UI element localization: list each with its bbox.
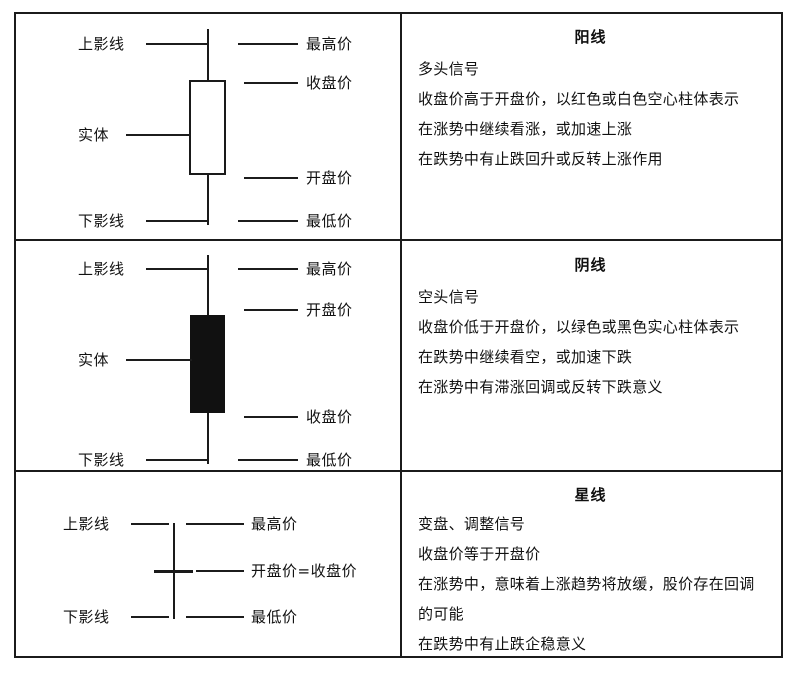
leader-close [244,82,298,84]
panel-title-yin: 阴线 [574,256,607,274]
leader-low [186,616,244,618]
label-low: 最低价 [306,212,353,230]
upper-shadow-line [207,255,209,315]
column-divider [400,14,402,656]
reference-table: 上影线 实体 下影线 最高价 收盘价 开盘价 最低价 阳线 多头信号 [14,12,783,658]
leader-upper-shadow [146,268,208,270]
doji-cross-bar [154,570,193,573]
description-line: 收盘价等于开盘价 [418,545,541,563]
description-line: 在涨势中，意味着上涨趋势将放缓，股价存在回调 [418,575,755,593]
leader-high [186,523,244,525]
text-cell-yin: 阴线 空头信号 收盘价低于开盘价，以绿色或黑色实心柱体表示 在跌势中继续看空，或… [400,239,781,470]
leader-open [244,309,298,311]
upper-shadow-line [207,29,209,80]
text-cell-xing: 星线 变盘、调整信号 收盘价等于开盘价 在涨势中，意味着上涨趋势将放缓，股价存在… [400,470,781,656]
description-line: 在跌势中继续看空，或加速下跌 [418,348,633,366]
row-divider-1 [16,239,781,241]
label-high: 最高价 [306,260,353,278]
leader-lower-shadow [146,459,208,461]
candle-body-solid [190,315,225,413]
description-line: 收盘价低于开盘价，以绿色或黑色实心柱体表示 [418,318,740,336]
label-high: 最高价 [306,35,353,53]
label-open: 开盘价 [306,301,353,319]
description-line: 收盘价高于开盘价，以红色或白色空心柱体表示 [418,90,740,108]
label-open-equals-close: 开盘价=收盘价 [251,562,358,580]
leader-open-close [196,570,244,572]
label-upper-shadow: 上影线 [63,515,110,533]
label-lower-shadow: 下影线 [63,608,110,626]
label-close: 收盘价 [306,408,353,426]
label-body: 实体 [78,351,110,369]
lower-shadow-line [207,175,209,225]
label-body: 实体 [78,126,110,144]
leader-low [238,220,298,222]
leader-close [244,416,298,418]
description-line: 在涨势中继续看涨，或加速上涨 [418,120,633,138]
label-high: 最高价 [251,515,298,533]
leader-low [238,459,298,461]
panel-title-yang: 阳线 [574,28,607,46]
leader-lower-shadow [131,616,169,618]
leader-body [126,134,191,136]
label-lower-shadow: 下影线 [78,212,125,230]
panel-title-xing: 星线 [574,486,607,504]
leader-high [238,268,298,270]
leader-upper-shadow [131,523,169,525]
description-line: 空头信号 [418,288,480,306]
description-line: 变盘、调整信号 [418,515,526,533]
lower-shadow-line [207,413,209,464]
leader-upper-shadow [146,43,208,45]
leader-high [238,43,298,45]
diagram-cell-yang: 上影线 实体 下影线 最高价 收盘价 开盘价 最低价 [16,14,400,239]
description-line: 在跌势中有止跌企稳意义 [418,635,587,653]
diagram-cell-xing: 上影线 下影线 最高价 开盘价=收盘价 最低价 [16,470,400,656]
label-lower-shadow: 下影线 [78,451,125,469]
leader-lower-shadow [146,220,208,222]
row-divider-2 [16,470,781,472]
leader-body [126,359,192,361]
label-upper-shadow: 上影线 [78,35,125,53]
label-open: 开盘价 [306,169,353,187]
label-close: 收盘价 [306,74,353,92]
description-line: 多头信号 [418,60,480,78]
description-line: 在涨势中有滞涨回调或反转下跌意义 [418,378,663,396]
label-low: 最低价 [251,608,298,626]
label-upper-shadow: 上影线 [78,260,125,278]
diagram-cell-yin: 上影线 实体 下影线 最高价 开盘价 收盘价 最低价 [16,239,400,470]
candle-body-hollow [189,80,226,175]
label-low: 最低价 [306,451,353,469]
description-line: 在跌势中有止跌回升或反转上涨作用 [418,150,663,168]
text-cell-yang: 阳线 多头信号 收盘价高于开盘价，以红色或白色空心柱体表示 在涨势中继续看涨，或… [400,14,781,239]
description-line: 的可能 [418,605,464,623]
leader-open [244,177,298,179]
